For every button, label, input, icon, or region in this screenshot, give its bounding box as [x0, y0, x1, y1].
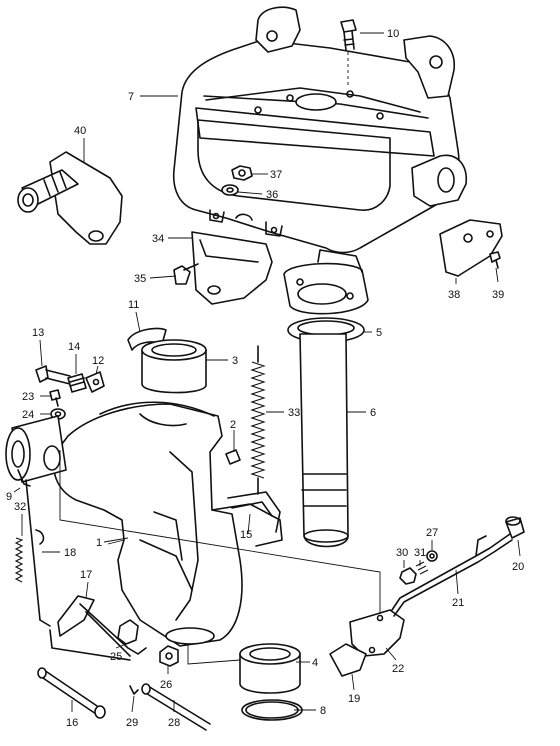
callout-30: 30 — [396, 547, 408, 559]
callout-26: 26 — [160, 679, 172, 691]
flange-5-part — [283, 249, 369, 343]
callout-6: 6 — [370, 407, 376, 419]
callout-35: 35 — [134, 273, 146, 285]
swivel-bracket-part — [172, 6, 467, 254]
callout-38: 38 — [448, 289, 460, 301]
callout-14: 14 — [68, 341, 80, 353]
knob-20-part — [505, 516, 525, 539]
callout-23: 23 — [22, 391, 34, 403]
rod-18-part — [25, 479, 51, 627]
callout-12: 12 — [92, 355, 104, 367]
callout-18: 18 — [64, 547, 76, 559]
callout-11: 11 — [128, 299, 139, 311]
washer-36-part — [221, 184, 239, 196]
callout-9: 9 — [6, 491, 12, 503]
bushing-3-part — [141, 339, 207, 394]
spring-33-part — [250, 345, 266, 495]
callout-36: 36 — [266, 189, 278, 201]
callout-33: 33 — [288, 407, 300, 419]
spring-14-part — [67, 373, 87, 393]
spring-31-part — [415, 561, 429, 575]
pin-16-part — [37, 667, 106, 719]
knob-19-part — [329, 643, 367, 677]
nut-30-part — [399, 567, 417, 585]
callout-22: 22 — [392, 663, 404, 675]
callout-5: 5 — [376, 327, 382, 339]
screw-23-part — [49, 389, 61, 407]
bolt-13-part — [35, 365, 71, 385]
cap-25-part — [117, 619, 139, 645]
callout-29: 29 — [126, 717, 138, 729]
rod-28-part — [141, 683, 211, 731]
bushing-4-part — [239, 643, 301, 694]
callout-2: 2 — [230, 419, 236, 431]
spring-32-part — [14, 537, 24, 583]
screw-39-part — [489, 251, 501, 269]
callout-25: 25 — [110, 651, 122, 663]
callout-1: 1 — [96, 537, 102, 549]
callout-37: 37 — [270, 169, 282, 181]
callout-20: 20 — [512, 561, 524, 573]
callout-21: 21 — [452, 597, 464, 609]
callout-40: 40 — [74, 125, 86, 137]
callout-15: 15 — [240, 529, 252, 541]
ring-8-part — [241, 699, 303, 721]
bracket-34-part — [191, 231, 273, 305]
nut-37-part — [231, 165, 253, 181]
plunger-12-part — [85, 371, 105, 393]
callout-24: 24 — [22, 409, 34, 421]
leader-lines — [13, 32, 521, 713]
clamp-bracket-1-part — [5, 401, 283, 647]
callout-28: 28 — [168, 717, 180, 729]
callout-34: 34 — [152, 233, 164, 245]
callout-labels: 10 7 40 37 36 34 35 38 39 11 3 5 13 14 1… — [6, 28, 524, 729]
cotter-pin-29-part — [129, 685, 139, 695]
callout-13: 13 — [32, 327, 44, 339]
lever-17-part — [49, 595, 147, 661]
callout-8: 8 — [320, 705, 326, 717]
callout-39: 39 — [492, 289, 504, 301]
nut-26-part — [159, 645, 179, 667]
bolt-35-part — [173, 263, 199, 285]
callout-31: 31 — [414, 547, 426, 559]
lock-40-part — [17, 151, 123, 245]
callout-10: 10 — [387, 28, 399, 40]
callout-4: 4 — [312, 657, 318, 669]
pin-2-part — [225, 449, 241, 465]
bracket-22-part — [349, 609, 405, 657]
callout-7: 7 — [128, 91, 134, 103]
lever-9-part — [17, 469, 31, 487]
callout-3: 3 — [232, 355, 238, 367]
callout-19: 19 — [348, 693, 360, 705]
callout-17: 17 — [80, 569, 92, 581]
washer-27-part — [426, 550, 438, 562]
callout-16: 16 — [66, 717, 78, 729]
rod-21-part — [391, 533, 513, 617]
callout-27: 27 — [426, 527, 438, 539]
bracket-15-part — [227, 491, 281, 533]
plate-38-part — [439, 219, 503, 277]
bolt-10-part — [340, 19, 357, 51]
steering-shaft-6-part — [299, 333, 349, 548]
callout-32: 32 — [14, 501, 26, 513]
